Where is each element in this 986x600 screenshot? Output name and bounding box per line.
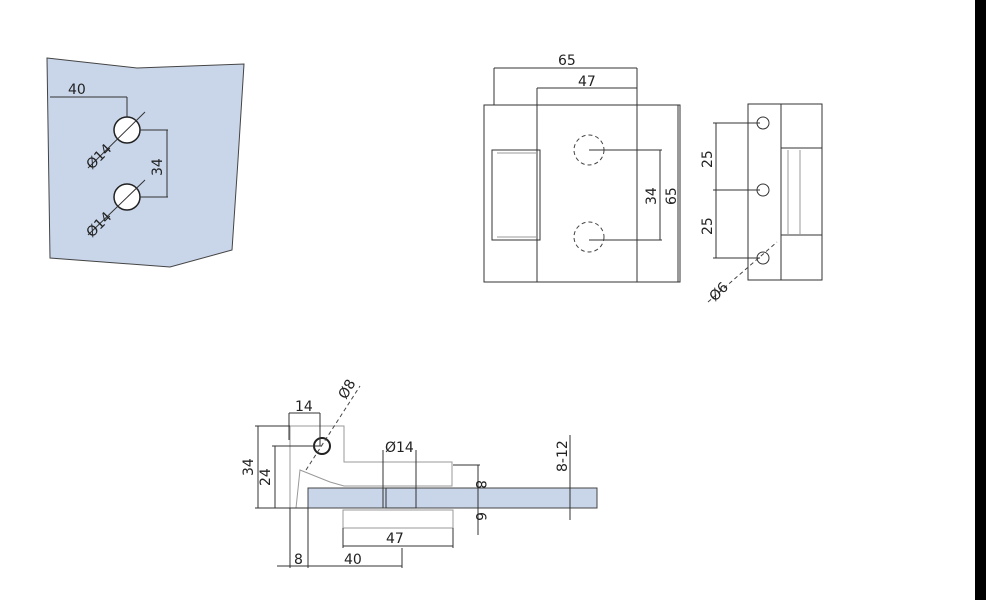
dim-6: 6 [472, 512, 488, 521]
dim-40: 40 [68, 82, 86, 98]
dim-34: 34 [241, 458, 257, 476]
dim-14: 14 [295, 399, 313, 415]
hinge-side-view: 25 25 Ø6 [700, 103, 823, 305]
right-edge-bar [975, 0, 986, 600]
dim-47: 47 [578, 74, 596, 90]
dim-glass-thickness: 8-12 [555, 440, 571, 472]
dim-34: 34 [644, 187, 660, 205]
dim-hole-dia: Ø6 [707, 279, 732, 304]
dim-47: 47 [386, 531, 404, 547]
dim-pin-dia: Ø8 [336, 377, 360, 402]
dim-40: 40 [344, 552, 362, 568]
glass-panel-view: 40 Ø14 Ø14 34 [46, 57, 245, 268]
dim-34: 34 [150, 158, 166, 176]
dim-8-leaf: 8 [294, 552, 303, 568]
dim-bolt-dia: Ø14 [385, 440, 414, 456]
dim-25-top: 25 [700, 150, 716, 168]
hinge-front-view: 65 47 34 65 [483, 53, 681, 283]
hinge-section-view: 14 Ø8 34 24 Ø14 8 8-12 6 47 40 8 [241, 377, 598, 568]
dim-65-height: 65 [664, 187, 680, 205]
dim-65-width: 65 [558, 53, 576, 69]
dim-25-bottom: 25 [700, 217, 716, 235]
dim-8-top: 8 [472, 480, 488, 489]
dim-24: 24 [258, 468, 274, 486]
